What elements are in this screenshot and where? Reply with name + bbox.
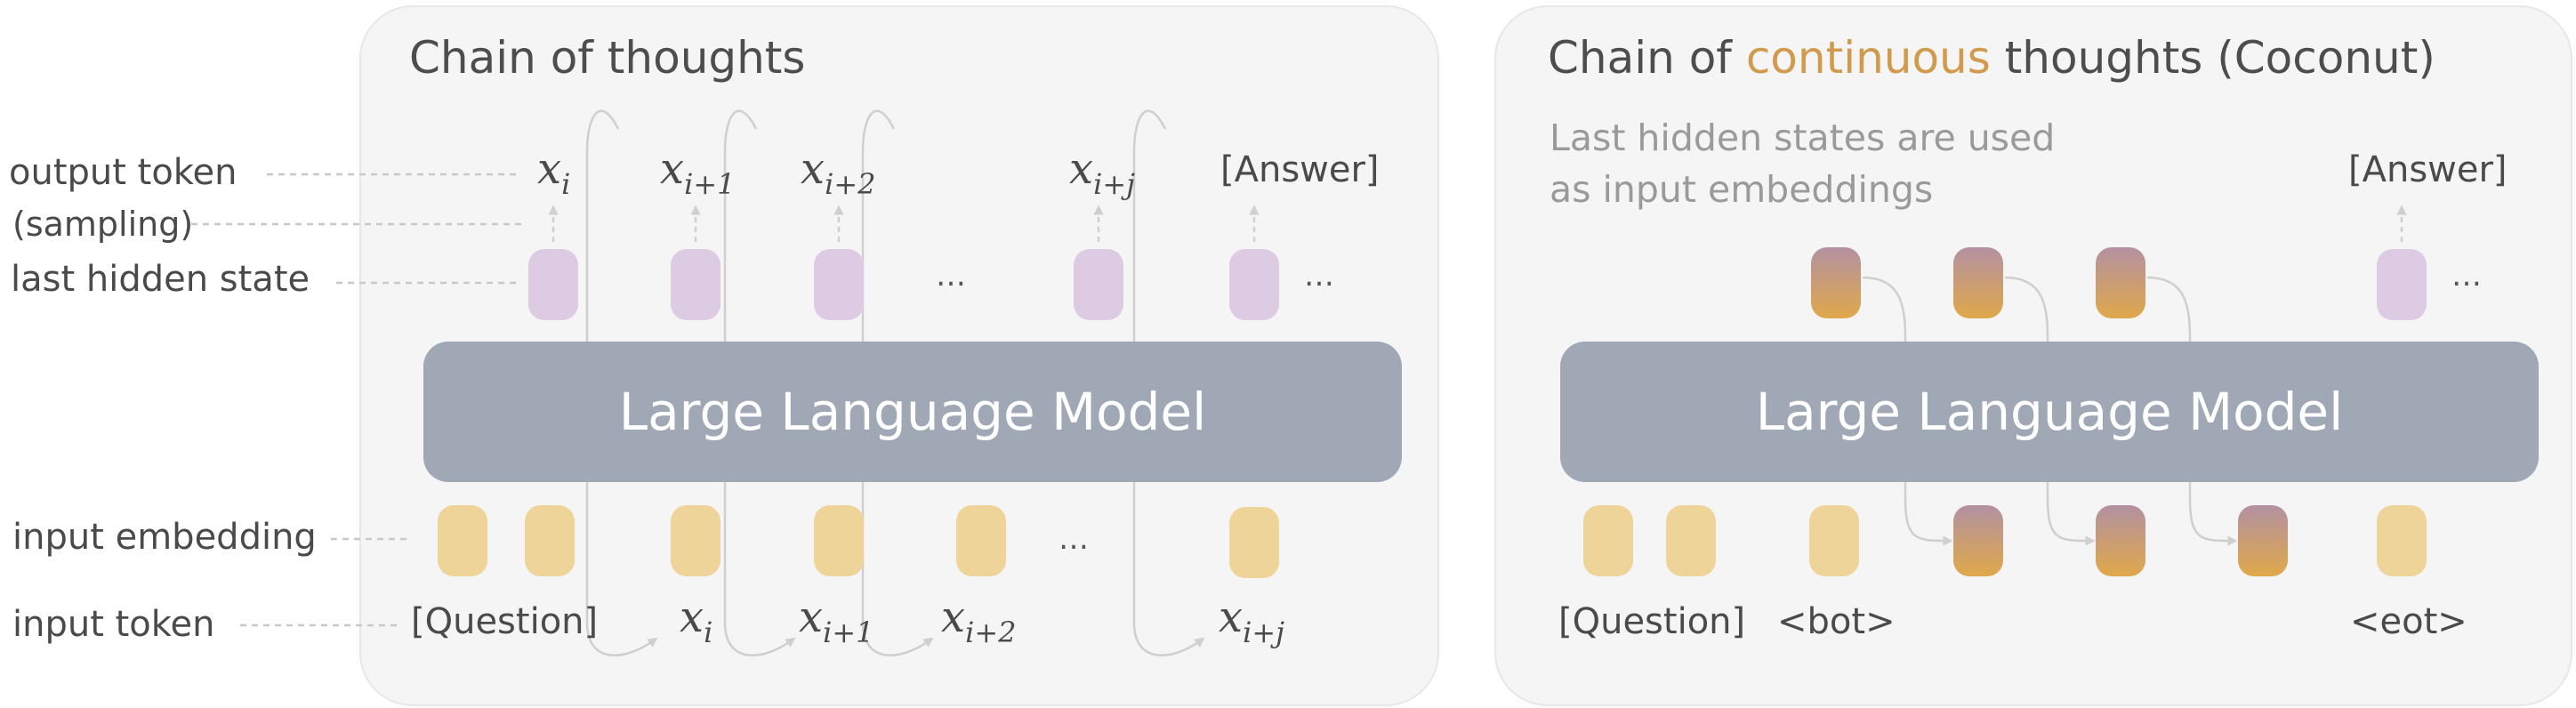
cot-input-token: xi+j [1219, 592, 1285, 649]
coconut-subtitle: Last hidden states are used as input emb… [1550, 112, 2055, 215]
coconut-hidden-state [2377, 249, 2427, 320]
cot-feedback-arrows [585, 109, 1205, 657]
cot-hidden-state [814, 249, 864, 320]
cot-output-token: xi [537, 144, 571, 201]
cot-output-token: xi+1 [660, 144, 736, 201]
cot-input-embedding [814, 505, 864, 576]
coconut-continuous-inputs [1953, 505, 2288, 576]
cot-input-embedding [525, 505, 575, 576]
cot-arrow-2 [723, 109, 796, 657]
cot-hidden-state [1074, 249, 1123, 320]
cot-input-token: xi [680, 592, 713, 649]
coconut-subtitle-line2: as input embeddings [1550, 168, 1934, 211]
coconut-arrow-3 [2146, 276, 2238, 546]
coconut-input-embedding [2377, 505, 2427, 576]
coconut-hidden-states [1811, 247, 2145, 318]
coconut-arrow-1 [1862, 276, 1953, 546]
coconut-title: Chain of continuous thoughts (Coconut) [1548, 32, 2435, 84]
cot-ellipsis-hidden: … [936, 258, 966, 294]
cot-arrow-4 [1132, 109, 1205, 657]
label-last-hidden-state: last hidden state [11, 259, 310, 300]
cot-input-embedding [438, 505, 487, 576]
label-input-token: input token [12, 604, 215, 645]
continuous-thought-hidden [1811, 247, 1861, 318]
cot-output-token: xi+2 [801, 144, 876, 201]
cot-hidden-state [1229, 249, 1279, 320]
label-output-token: output token [9, 152, 237, 193]
cot-input-embedding [1229, 507, 1279, 578]
cot-output-token: xi+j [1069, 144, 1136, 201]
coconut-subtitle-line1: Last hidden states are used [1550, 117, 2056, 159]
leader-lines [191, 173, 525, 627]
continuous-thought-input [2096, 505, 2145, 576]
coconut-ellipsis-after: … [2451, 258, 2482, 294]
label-input-embedding: input embedding [12, 517, 317, 558]
cot-answer-token: [Answer] [1220, 149, 1380, 190]
coconut-title-suffix: thoughts (Coconut) [1990, 32, 2435, 84]
continuous-thought-hidden [2096, 247, 2145, 318]
continuous-thought-input [2238, 505, 2288, 576]
coconut-feedback-arrows [1862, 276, 2238, 546]
continuous-thought-hidden [1953, 247, 2003, 318]
coconut-input-embedding [1809, 505, 1859, 576]
cot-arrow-3 [861, 109, 934, 657]
label-sampling: (sampling) [12, 205, 194, 244]
cot-hidden-states [528, 249, 1279, 320]
cot-ellipsis-after: … [1304, 258, 1334, 294]
cot-input-token: xi+1 [799, 592, 874, 649]
cot-input-token: xi+2 [941, 592, 1017, 649]
coconut-input-embeddings [1583, 505, 2427, 576]
cot-input-embedding [956, 505, 1006, 576]
cot-sampling-arrows [548, 205, 1260, 242]
coconut-title-accent: continuous [1745, 32, 1991, 84]
coconut-answer-token: [Answer] [2348, 149, 2508, 190]
cot-input-embedding [671, 505, 720, 576]
coconut-arrow-2 [2004, 276, 2096, 546]
coconut-input-embedding [1666, 505, 1716, 576]
coconut-title-prefix: Chain of [1548, 32, 1746, 84]
cot-ellipsis-input: … [1059, 521, 1089, 557]
cot-hidden-state [528, 249, 578, 320]
cot-arrow-1 [585, 109, 658, 657]
cot-input-embeddings [438, 505, 1279, 578]
coconut-eot-token: <eot> [2350, 601, 2467, 642]
cot-llm-block: Large Language Model [423, 342, 1402, 482]
coconut-question-token: [Question] [1558, 601, 1746, 642]
continuous-thought-input [1953, 505, 2003, 576]
cot-title: Chain of thoughts [409, 32, 806, 84]
coconut-input-embedding [1583, 505, 1633, 576]
coconut-llm-block: Large Language Model [1560, 342, 2539, 482]
cot-question-token: [Question] [411, 601, 599, 642]
coconut-bot-token: <bot> [1777, 601, 1896, 642]
cot-hidden-state [671, 249, 720, 320]
